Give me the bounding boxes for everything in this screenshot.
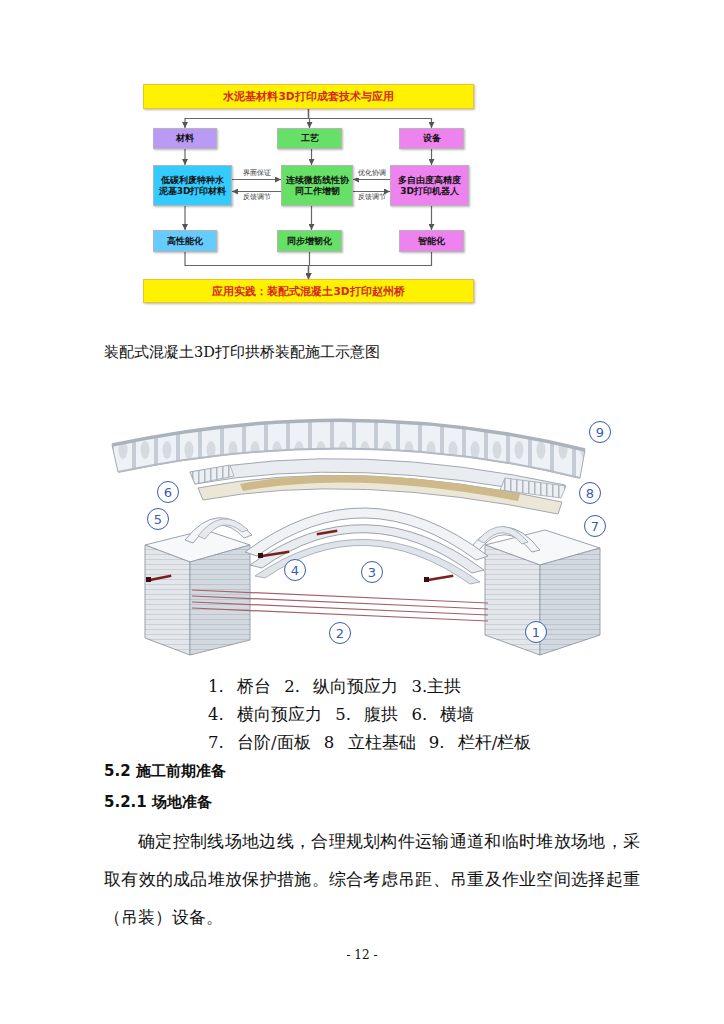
callout-number: 7: [584, 515, 606, 537]
connector-arrow: [311, 206, 312, 230]
connector-arrow: [232, 179, 281, 180]
connector-arrow: [185, 109, 309, 128]
box-text: 连续微筋线性协同工作增韧: [285, 175, 349, 197]
connector-arrow: [185, 252, 309, 279]
box-text: 应用实践：装配式混凝土3D打印赵州桥: [212, 285, 404, 298]
title-band: 水泥基材料3D打印成套技术与应用: [143, 84, 474, 109]
process-box: 低碳利废特种水泥基3D打印材料: [153, 165, 232, 206]
callout-number: 3: [361, 561, 383, 583]
body-paragraph: 确定控制线场地边线，合理规划构件运输通道和临时堆放场地，采取有效的成品堆放保护措…: [104, 822, 640, 936]
callout-number: 6: [157, 481, 179, 503]
connector-arrow: [309, 252, 432, 279]
part-legend-line: 7. 台阶/面板 8 立柱基础 9. 栏杆/栏板: [208, 732, 531, 753]
box-text: 高性能化: [167, 236, 203, 247]
connector-arrow: [311, 149, 312, 165]
subsection-heading: 5.2.1 场地准备: [104, 793, 212, 813]
edge-label: 反馈调节: [357, 194, 387, 202]
connector-arrow: [353, 179, 390, 180]
section-heading: 5.2 施工前期准备: [104, 762, 226, 782]
box-text: 低碳利废特种水泥基3D打印材料: [157, 175, 228, 197]
process-box: 多自由度高精度3D打印机器人: [390, 165, 469, 206]
box-text: 同步增韧化: [287, 236, 332, 247]
callout-number: 1: [525, 621, 547, 643]
category-box: 设备: [399, 128, 464, 149]
result-box: 高性能化: [153, 230, 217, 252]
application-band: 应用实践：装配式混凝土3D打印赵州桥: [143, 279, 474, 303]
connector-arrow: [353, 191, 390, 192]
box-text: 多自由度高精度3D打印机器人: [394, 175, 465, 197]
connector-arrow: [431, 206, 432, 230]
box-text: 工艺: [301, 133, 319, 144]
box-text: 水泥基材料3D打印成套技术与应用: [223, 90, 393, 103]
connector-arrow: [184, 149, 185, 165]
category-box: 材料: [153, 128, 217, 149]
callout-number: 8: [579, 482, 601, 504]
box-text: 设备: [423, 133, 441, 144]
connector-arrow: [309, 109, 310, 128]
page-number: - 12 -: [0, 948, 724, 964]
process-box: 连续微筋线性协同工作增韧: [281, 165, 353, 206]
box-text: 智能化: [418, 236, 445, 247]
box-text: 材料: [176, 133, 194, 144]
connector-arrow: [431, 149, 432, 165]
edge-label: 反馈调节: [242, 194, 272, 202]
connector-arrow: [232, 191, 281, 192]
callout-number: 5: [147, 508, 169, 530]
edge-label: 界面保证: [242, 170, 272, 178]
result-box: 同步增韧化: [277, 230, 342, 252]
category-box: 工艺: [277, 128, 342, 149]
callout-number: 2: [329, 622, 351, 644]
result-box: 智能化: [399, 230, 464, 252]
edge-label: 优化协调: [357, 170, 387, 178]
part-legend-line: 4. 横向预应力 5. 腹拱 6. 横墙: [208, 704, 474, 725]
part-legend-line: 1. 桥台 2. 纵向预应力 3.主拱: [208, 676, 461, 697]
callout-number: 4: [284, 559, 306, 581]
connector-arrow: [184, 206, 185, 230]
figure-caption: 装配式混凝土3D打印拱桥装配施工示意图: [104, 343, 380, 362]
connector-arrow: [309, 109, 432, 128]
callout-number: 9: [589, 421, 611, 443]
connector-arrow: [309, 252, 310, 279]
